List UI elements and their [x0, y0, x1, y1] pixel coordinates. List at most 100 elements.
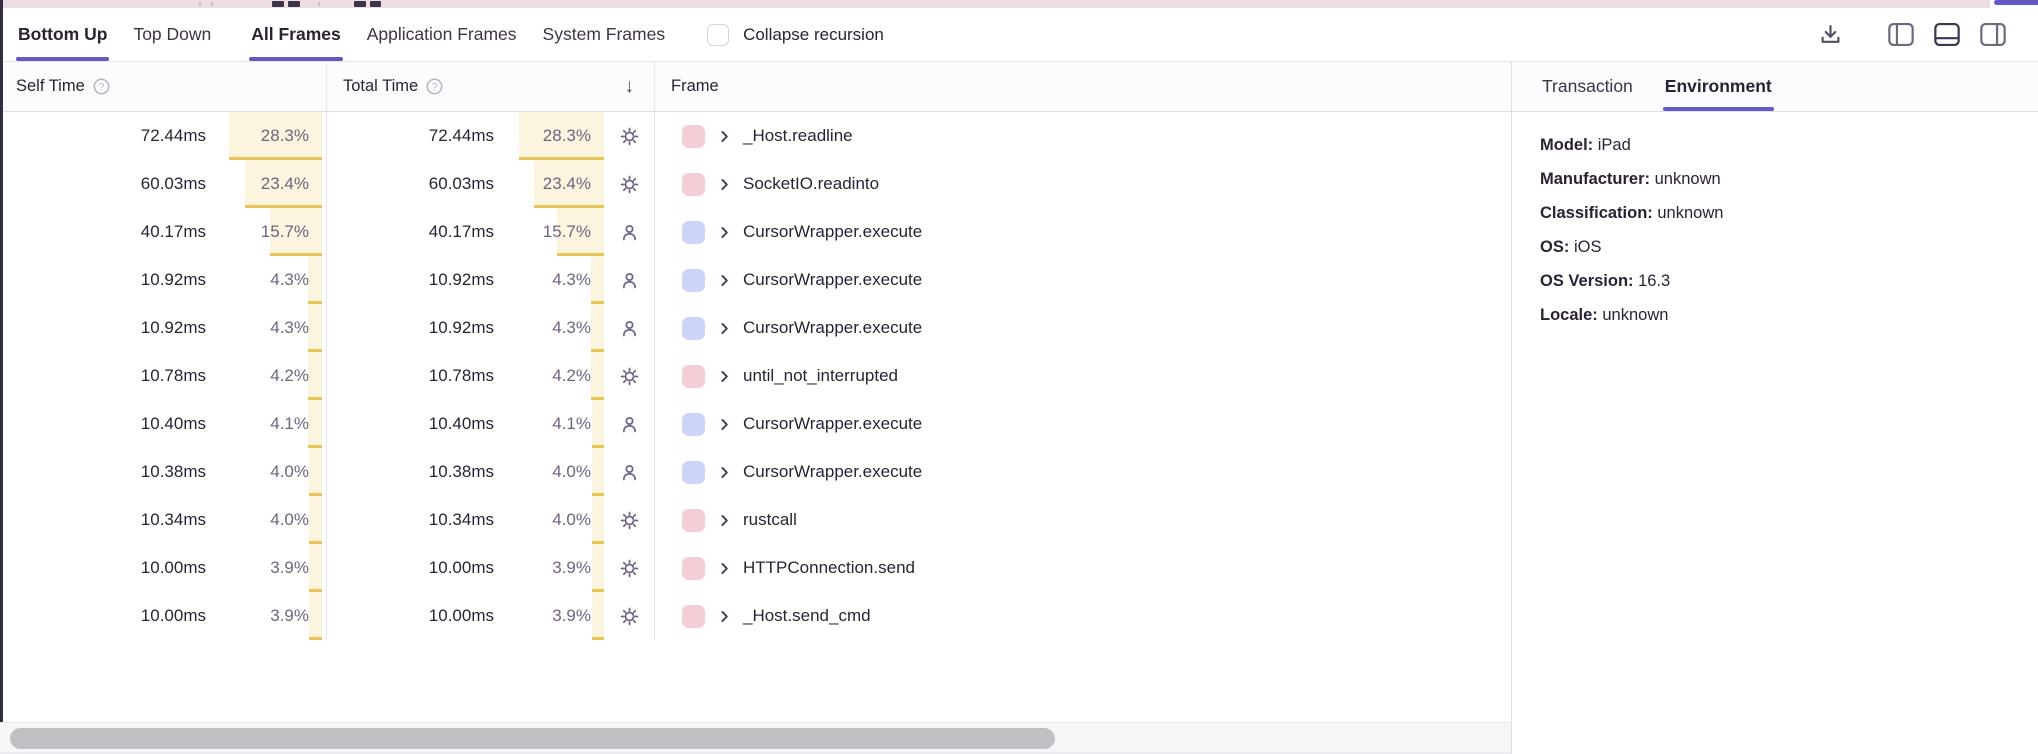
frame-cell: CursorWrapper.execute [655, 448, 1511, 496]
self-time-cell: 10.34ms 4.0% [0, 496, 327, 544]
tab-top-down[interactable]: Top Down [131, 8, 213, 61]
collapse-recursion-checkbox[interactable] [707, 23, 730, 46]
total-time-value: 10.34ms [428, 510, 494, 529]
column-header-frame[interactable]: Frame [655, 62, 1511, 111]
sort-descending-icon[interactable]: ↓ [624, 75, 635, 97]
scrollbar-thumb[interactable] [10, 728, 1055, 749]
call-tree-row[interactable]: 10.38ms 4.0% 10.38ms 4.0% [0, 448, 1511, 496]
column-header-self-time[interactable]: Self Time ? [0, 62, 327, 111]
chevron-right-icon[interactable] [718, 562, 731, 575]
call-tree-row[interactable]: 10.00ms 3.9% 10.00ms 3.9% [0, 544, 1511, 592]
self-time-percent-cell: 3.9% [226, 592, 322, 640]
frame-color-chip [682, 604, 705, 628]
minimap-frame-mark [354, 1, 366, 7]
chevron-right-icon[interactable] [718, 322, 731, 335]
self-time-percent-cell: 4.0% [226, 448, 322, 496]
user-icon[interactable] [619, 462, 640, 483]
chevron-right-icon[interactable] [718, 514, 731, 527]
chevron-right-icon[interactable] [718, 610, 731, 623]
panel-bottom-icon[interactable] [1932, 21, 1962, 48]
percent-bar [591, 256, 604, 304]
tab-system-frames[interactable]: System Frames [541, 8, 668, 61]
total-time-cell: 10.92ms 4.3% [327, 304, 655, 352]
frame-name[interactable]: _Host.readline [743, 126, 853, 145]
tab-environment[interactable]: Environment [1662, 62, 1774, 111]
self-time-value: 10.38ms [140, 462, 206, 481]
chevron-right-icon[interactable] [718, 370, 731, 383]
frame-color-chip [682, 508, 705, 532]
gear-icon[interactable] [619, 174, 640, 195]
call-tree-row[interactable]: 72.44ms 28.3% 72.44ms 28.3% [0, 112, 1511, 160]
percent-bar [592, 496, 604, 544]
user-icon[interactable] [619, 270, 640, 291]
call-tree-row[interactable]: 10.92ms 4.3% 10.92ms 4.3% [0, 256, 1511, 304]
total-time-percent-cell: 4.3% [508, 256, 604, 304]
horizontal-scrollbar[interactable] [0, 722, 1511, 754]
self-time-cell: 10.38ms 4.0% [0, 448, 327, 496]
total-time-value: 10.00ms [428, 558, 494, 577]
total-time-percent: 15.7% [542, 222, 591, 241]
self-time-value: 10.34ms [140, 510, 206, 529]
frame-name[interactable]: rustcall [743, 510, 797, 529]
download-icon[interactable] [1817, 21, 1844, 48]
gear-icon[interactable] [619, 510, 640, 531]
call-tree-row[interactable]: 10.34ms 4.0% 10.34ms 4.0% [0, 496, 1511, 544]
frame-name[interactable]: CursorWrapper.execute [743, 270, 923, 289]
call-tree-row[interactable]: 10.78ms 4.2% 10.78ms 4.2% [0, 352, 1511, 400]
self-time-value: 10.40ms [140, 414, 206, 433]
chevron-right-icon[interactable] [718, 226, 731, 239]
call-tree-row[interactable]: 10.40ms 4.1% 10.40ms 4.1% [0, 400, 1511, 448]
frame-name[interactable]: until_not_interrupted [743, 366, 899, 385]
chevron-right-icon[interactable] [718, 418, 731, 431]
frame-cell: CursorWrapper.execute [655, 256, 1511, 304]
minimap-accent-bar [1994, 0, 2038, 5]
frame-name[interactable]: HTTPConnection.send [743, 558, 915, 577]
chevron-right-icon[interactable] [718, 130, 731, 143]
collapse-recursion-label[interactable]: Collapse recursion [743, 24, 884, 44]
call-tree-row[interactable]: 40.17ms 15.7% 40.17ms 15.7% [0, 208, 1511, 256]
flamegraph-minimap-edge[interactable] [0, 0, 1990, 8]
total-time-cell: 10.38ms 4.0% [327, 448, 655, 496]
call-tree-row[interactable]: 60.03ms 23.4% 60.03ms 23.4% [0, 160, 1511, 208]
frame-cell: SocketIO.readinto [655, 160, 1511, 208]
tab-transaction[interactable]: Transaction [1540, 62, 1635, 111]
chevron-right-icon[interactable] [718, 466, 731, 479]
frame-name[interactable]: _Host.send_cmd [743, 606, 871, 625]
gear-icon[interactable] [619, 606, 640, 627]
total-time-value: 10.92ms [428, 318, 494, 337]
gear-icon[interactable] [619, 558, 640, 579]
user-icon[interactable] [619, 318, 640, 339]
panel-right-icon[interactable] [1978, 21, 2008, 48]
frame-cell: CursorWrapper.execute [655, 304, 1511, 352]
tab-bottom-up[interactable]: Bottom Up [16, 8, 110, 61]
frame-name[interactable]: SocketIO.readinto [743, 174, 880, 193]
self-time-percent: 4.3% [270, 270, 309, 289]
help-icon[interactable]: ? [426, 78, 443, 95]
percent-bar [592, 448, 604, 496]
self-time-cell: 10.00ms 3.9% [0, 592, 327, 640]
tab-all-frames[interactable]: All Frames [249, 8, 344, 61]
frame-name[interactable]: CursorWrapper.execute [743, 222, 923, 241]
gear-icon[interactable] [619, 126, 640, 147]
profiler-toolbar: Bottom Up Top Down All Frames Applicatio… [0, 8, 2038, 62]
frame-name[interactable]: CursorWrapper.execute [743, 414, 923, 433]
frame-cell: CursorWrapper.execute [655, 208, 1511, 256]
chevron-right-icon[interactable] [718, 178, 731, 191]
field-label: Model: [1540, 136, 1594, 154]
user-icon[interactable] [619, 414, 640, 435]
call-tree-row[interactable]: 10.92ms 4.3% 10.92ms 4.3% [0, 304, 1511, 352]
self-time-percent-cell: 3.9% [226, 544, 322, 592]
user-icon[interactable] [619, 222, 640, 243]
frame-name[interactable]: CursorWrapper.execute [743, 462, 923, 481]
minimap-tick [211, 2, 213, 6]
frame-name[interactable]: CursorWrapper.execute [743, 318, 923, 337]
field-value: unknown [1657, 204, 1724, 222]
frame-color-chip [682, 460, 705, 484]
help-icon[interactable]: ? [93, 78, 110, 95]
gear-icon[interactable] [619, 366, 640, 387]
column-header-total-time[interactable]: Total Time ? ↓ [327, 62, 655, 111]
tab-application-frames[interactable]: Application Frames [365, 8, 519, 61]
chevron-right-icon[interactable] [718, 274, 731, 287]
call-tree-row[interactable]: 10.00ms 3.9% 10.00ms 3.9% [0, 592, 1511, 640]
panel-left-icon[interactable] [1886, 21, 1916, 48]
